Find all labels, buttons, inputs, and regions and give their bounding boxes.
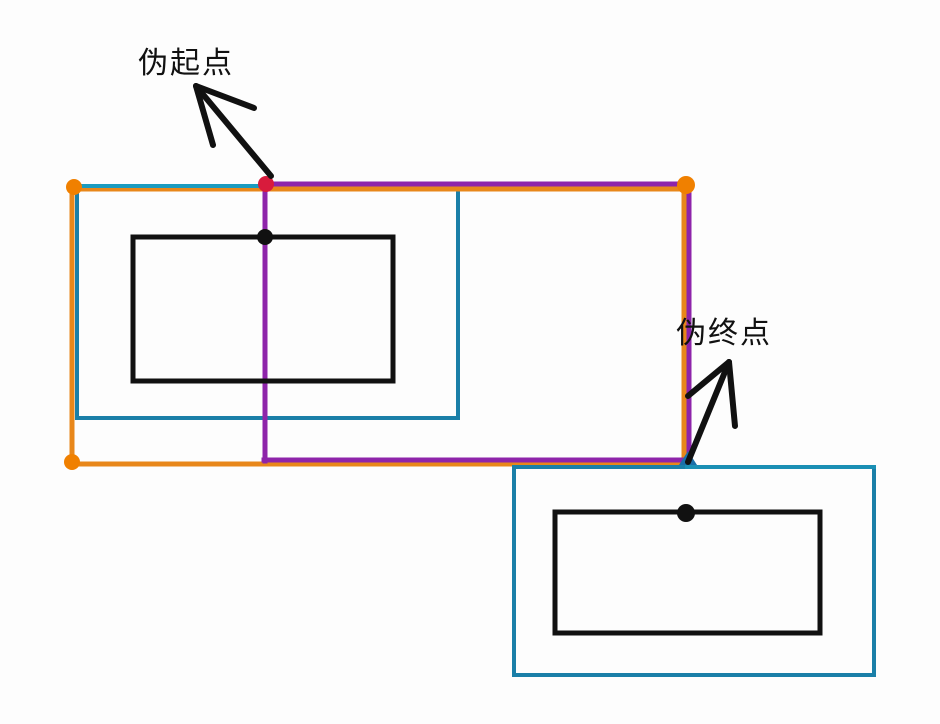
black-dot-bottom-rect <box>677 504 695 522</box>
arrow-start-barb-lower <box>193 83 216 148</box>
label-pseudo-end-point: 伪终点 <box>676 316 772 351</box>
arrow-start-shaft <box>193 83 274 179</box>
orange-dot-top-right <box>677 176 695 194</box>
black-rect-bottom <box>552 509 823 636</box>
red-dot-pseudo-start <box>258 176 274 192</box>
arrow-end-barb-left <box>685 359 732 399</box>
orange-dot-top-left <box>66 179 82 195</box>
label-pseudo-start-point: 伪起点 <box>138 46 234 81</box>
arrow-to-pseudo-end <box>685 359 738 465</box>
arrow-start-barb-upper <box>193 83 257 111</box>
arrow-end-barb-right <box>726 359 738 429</box>
black-dot-top-rect <box>257 229 273 245</box>
orange-dot-bottom-left <box>64 454 80 470</box>
arrow-to-pseudo-start <box>193 83 274 179</box>
arrow-end-shaft <box>685 359 732 465</box>
